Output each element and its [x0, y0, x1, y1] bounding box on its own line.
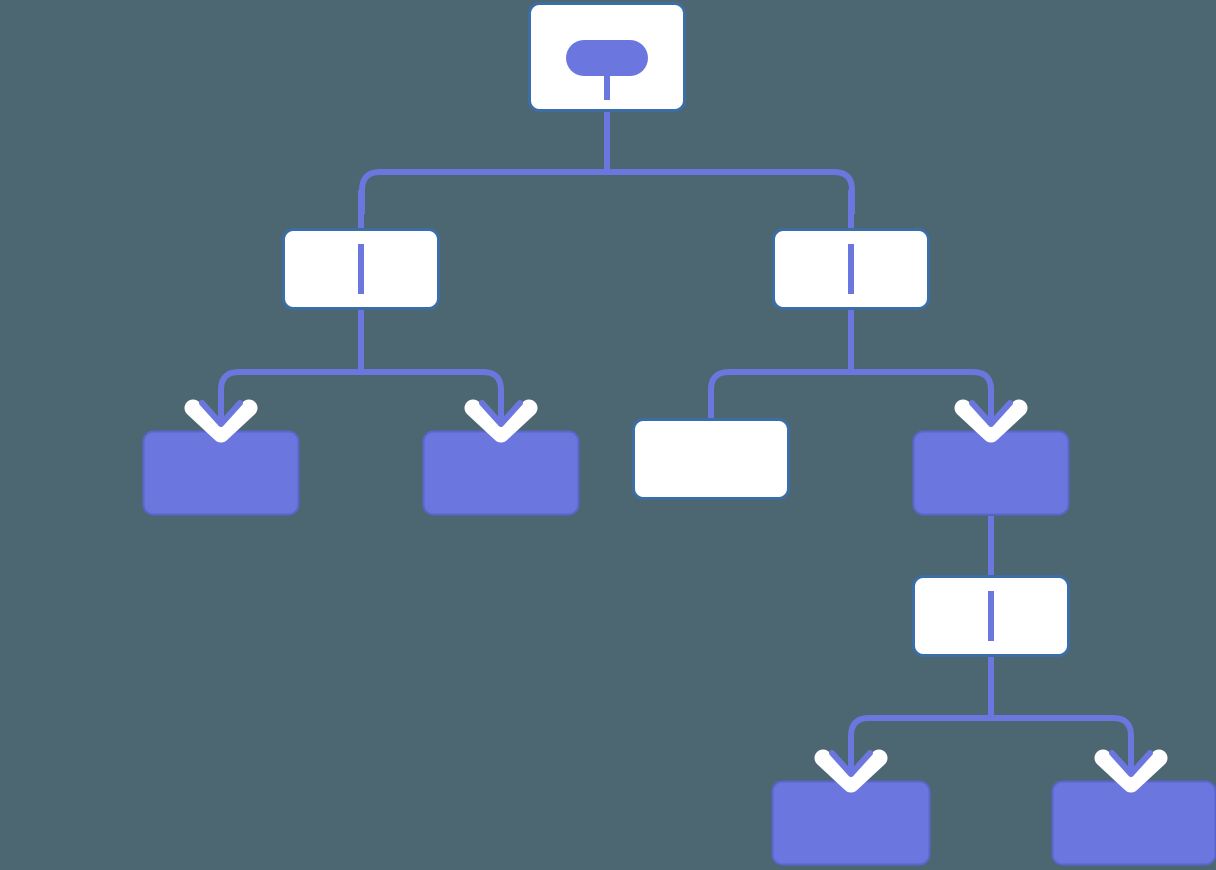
node-body-purple[interactable]	[912, 430, 1070, 516]
arrow-head-icon	[1109, 750, 1153, 777]
node-n4[interactable]	[422, 430, 580, 516]
node-n9[interactable]	[1051, 780, 1216, 866]
node-body-purple[interactable]	[422, 430, 580, 516]
arrow-chevron-icon	[184, 399, 258, 443]
connector-bar-root	[359, 112, 855, 214]
node-n5[interactable]	[632, 418, 790, 500]
node-body-purple[interactable]	[1051, 780, 1216, 866]
connector-branch-bar	[848, 715, 1134, 760]
node-n3[interactable]	[142, 430, 300, 516]
incoming-arrow-n3	[184, 399, 258, 443]
arrow-head-icon	[479, 400, 523, 427]
incoming-arrow-n8	[814, 749, 888, 793]
arrow-chevron-icon	[954, 399, 1028, 443]
node-n1[interactable]	[282, 228, 440, 310]
node-n8[interactable]	[771, 780, 931, 866]
node-body-purple[interactable]	[142, 430, 300, 516]
connector-branch-bar	[359, 169, 855, 214]
arrow-head-icon	[829, 750, 873, 777]
node-body-white[interactable]	[632, 418, 790, 500]
incoming-arrow-n9	[1094, 749, 1168, 793]
arrow-chevron-icon	[464, 399, 538, 443]
arrow-head-icon	[969, 400, 1013, 427]
connector-branch-bar	[218, 369, 504, 414]
arrow-chevron-icon	[1094, 749, 1168, 793]
node-n2[interactable]	[772, 228, 930, 310]
incoming-arrow-n4	[464, 399, 538, 443]
arrow-head-icon	[199, 400, 243, 427]
node-n7[interactable]	[912, 575, 1070, 657]
node-n6[interactable]	[912, 430, 1070, 516]
arrow-layer	[184, 399, 1168, 793]
arrow-chevron-icon	[814, 749, 888, 793]
node-n0[interactable]	[528, 2, 686, 112]
connector-branch-bar	[708, 369, 994, 414]
incoming-arrow-n6	[954, 399, 1028, 443]
node-layer	[142, 2, 1216, 866]
node-body-purple[interactable]	[771, 780, 931, 866]
